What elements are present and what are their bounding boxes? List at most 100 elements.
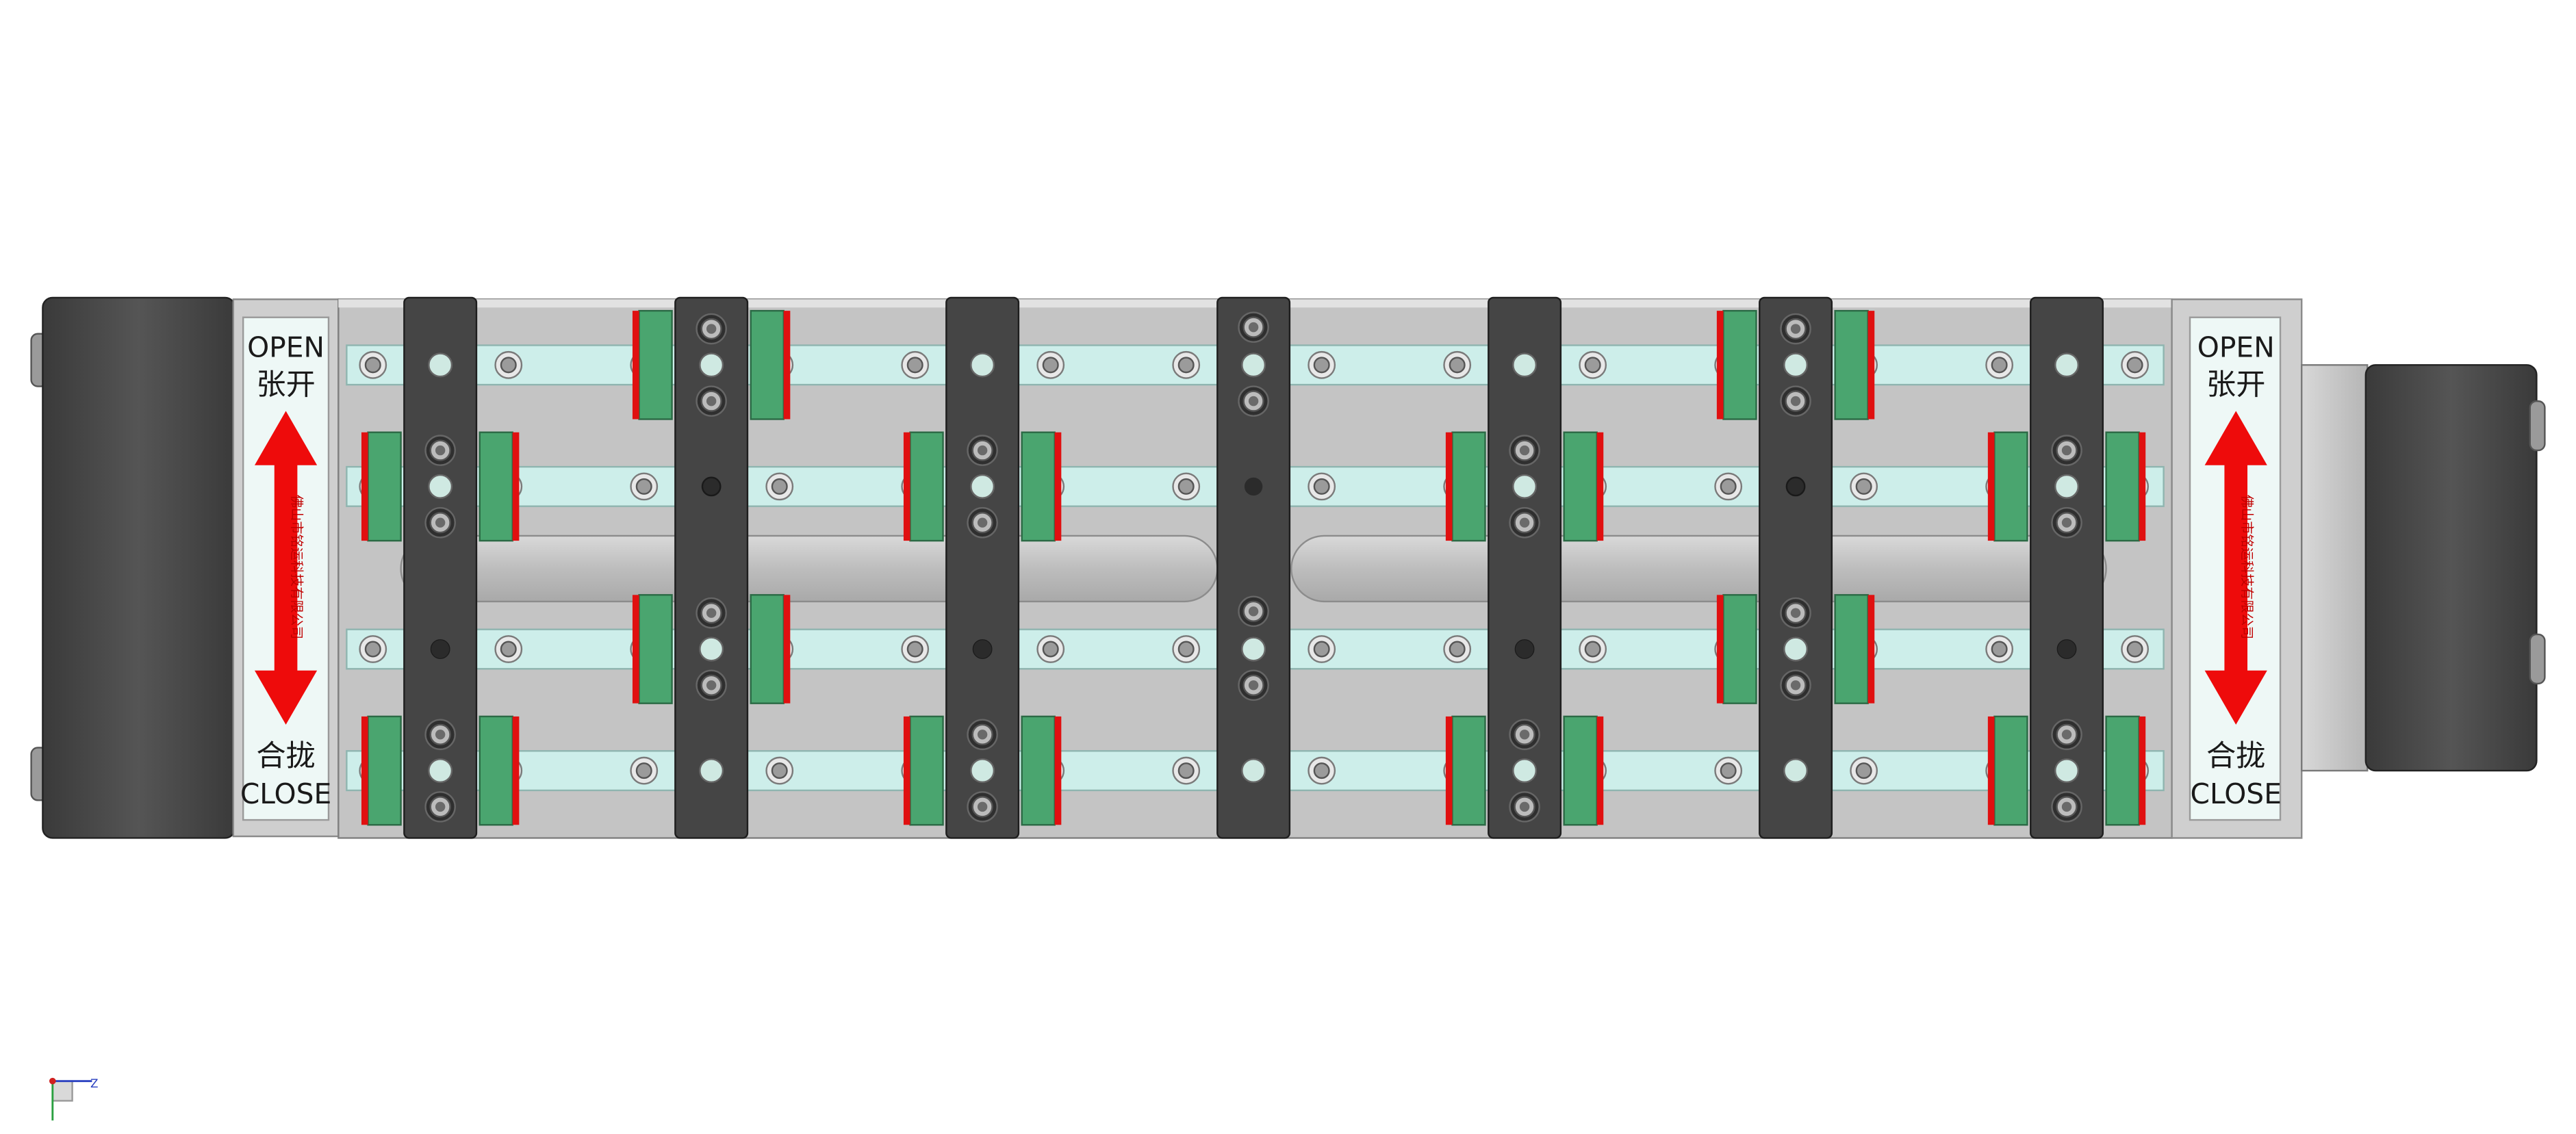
- rail-screw: [765, 472, 794, 501]
- bolt: [424, 719, 456, 751]
- double-headed-arrow-icon: [254, 411, 318, 725]
- rail-screw: [765, 756, 794, 785]
- center-pin: [2054, 758, 2080, 784]
- slider-block: [1834, 309, 1875, 420]
- bolt: [1509, 435, 1540, 466]
- right-close-cn: 合拢: [2206, 739, 2265, 773]
- rail-screw: [2121, 350, 2150, 379]
- slider-block: [632, 594, 673, 704]
- bolt: [696, 669, 727, 701]
- rail-screw: [359, 635, 387, 663]
- bolt: [2051, 719, 2082, 751]
- rail-screw: [1308, 635, 1336, 663]
- bolt: [967, 506, 998, 539]
- right-close-en: CLOSE: [2190, 777, 2282, 810]
- bolt: [424, 435, 456, 466]
- right-open-en: OPEN: [2197, 331, 2275, 363]
- bolt: [1780, 597, 1811, 629]
- bolt: [2051, 435, 2082, 466]
- center-pin: [428, 474, 453, 499]
- coordinate-triad-icon: Z: [49, 1077, 99, 1121]
- rail-screw: [1985, 350, 2014, 379]
- right-company-text: 佛山市铭运科技有限公司: [2239, 495, 2255, 639]
- rail-screw: [1172, 472, 1201, 501]
- hole: [431, 640, 450, 658]
- left-motor: [30, 296, 236, 839]
- rail-screw: [1714, 472, 1743, 501]
- right-open-cn: 张开: [2206, 368, 2265, 402]
- rail-screw: [1714, 756, 1743, 785]
- rail-screw: [359, 350, 387, 379]
- slider-block: [903, 715, 944, 826]
- slider-block: [1834, 594, 1875, 704]
- carrier-5: [1445, 296, 1604, 839]
- rail-screw: [1308, 472, 1336, 501]
- center-pin: [2054, 352, 2080, 378]
- guide-slot-left: [400, 534, 1219, 603]
- bolt: [1780, 385, 1811, 417]
- bolt: [1509, 791, 1540, 823]
- bolt: [696, 597, 727, 629]
- slider-block: [361, 715, 402, 826]
- rail-screw: [1172, 756, 1201, 785]
- rail-screw: [1579, 635, 1607, 663]
- bolt: [967, 435, 998, 466]
- rail-screw: [1443, 635, 1472, 663]
- slider-block: [1445, 431, 1486, 542]
- bolt: [424, 791, 456, 823]
- bolt: [1509, 719, 1540, 751]
- hole: [973, 640, 992, 658]
- rail-screw: [901, 350, 930, 379]
- slider-block: [1987, 715, 2028, 826]
- bolt: [1238, 385, 1269, 417]
- double-headed-arrow-icon: [2204, 411, 2267, 725]
- rail-screw: [1308, 350, 1336, 379]
- carrier-2: [632, 296, 791, 839]
- slider-block: [903, 431, 944, 542]
- triad-axis-label: Z: [90, 1077, 99, 1090]
- slider-block: [361, 431, 402, 542]
- slider-block: [1987, 431, 2028, 542]
- center-pin: [1241, 758, 1266, 784]
- rail-screw: [1985, 635, 2014, 663]
- left-company-text: 佛山市铭运科技有限公司: [289, 495, 305, 639]
- bolt: [1780, 669, 1811, 701]
- slider-block: [750, 309, 791, 420]
- bolt: [1238, 595, 1269, 628]
- rail-screw: [1036, 635, 1065, 663]
- rail-screw: [494, 635, 523, 663]
- center-pin: [1783, 758, 1809, 784]
- rail-screw: [1850, 472, 1878, 501]
- carrier-7: [1987, 296, 2146, 839]
- rail-screw: [630, 472, 659, 501]
- center-pin: [1512, 352, 1538, 378]
- slider-block: [1716, 309, 1757, 420]
- rail-screw: [901, 635, 930, 663]
- hole: [1244, 477, 1263, 496]
- bolt: [967, 719, 998, 751]
- slider-block: [1563, 715, 1604, 826]
- bolt: [2051, 506, 2082, 539]
- hole: [1515, 640, 1534, 658]
- bolt: [967, 791, 998, 823]
- carrier-1: [361, 296, 520, 839]
- rail-screw: [1850, 756, 1878, 785]
- carrier-4: [1216, 296, 1291, 839]
- slider-block: [750, 594, 791, 704]
- bolt: [1780, 313, 1811, 345]
- rail-screw: [1036, 350, 1065, 379]
- bolt: [424, 506, 456, 539]
- rail-screw: [1579, 350, 1607, 379]
- center-pin: [699, 636, 724, 662]
- center-pin: [970, 474, 995, 499]
- rail-screw: [494, 350, 523, 379]
- slider-block: [1021, 431, 1062, 542]
- rail-screw: [2121, 635, 2150, 663]
- center-pin: [1783, 636, 1809, 662]
- slider-block: [2105, 715, 2146, 826]
- center-pin: [699, 352, 724, 378]
- slider-block: [2105, 431, 2146, 542]
- bolt: [2051, 791, 2082, 823]
- slider-block: [1021, 715, 1062, 826]
